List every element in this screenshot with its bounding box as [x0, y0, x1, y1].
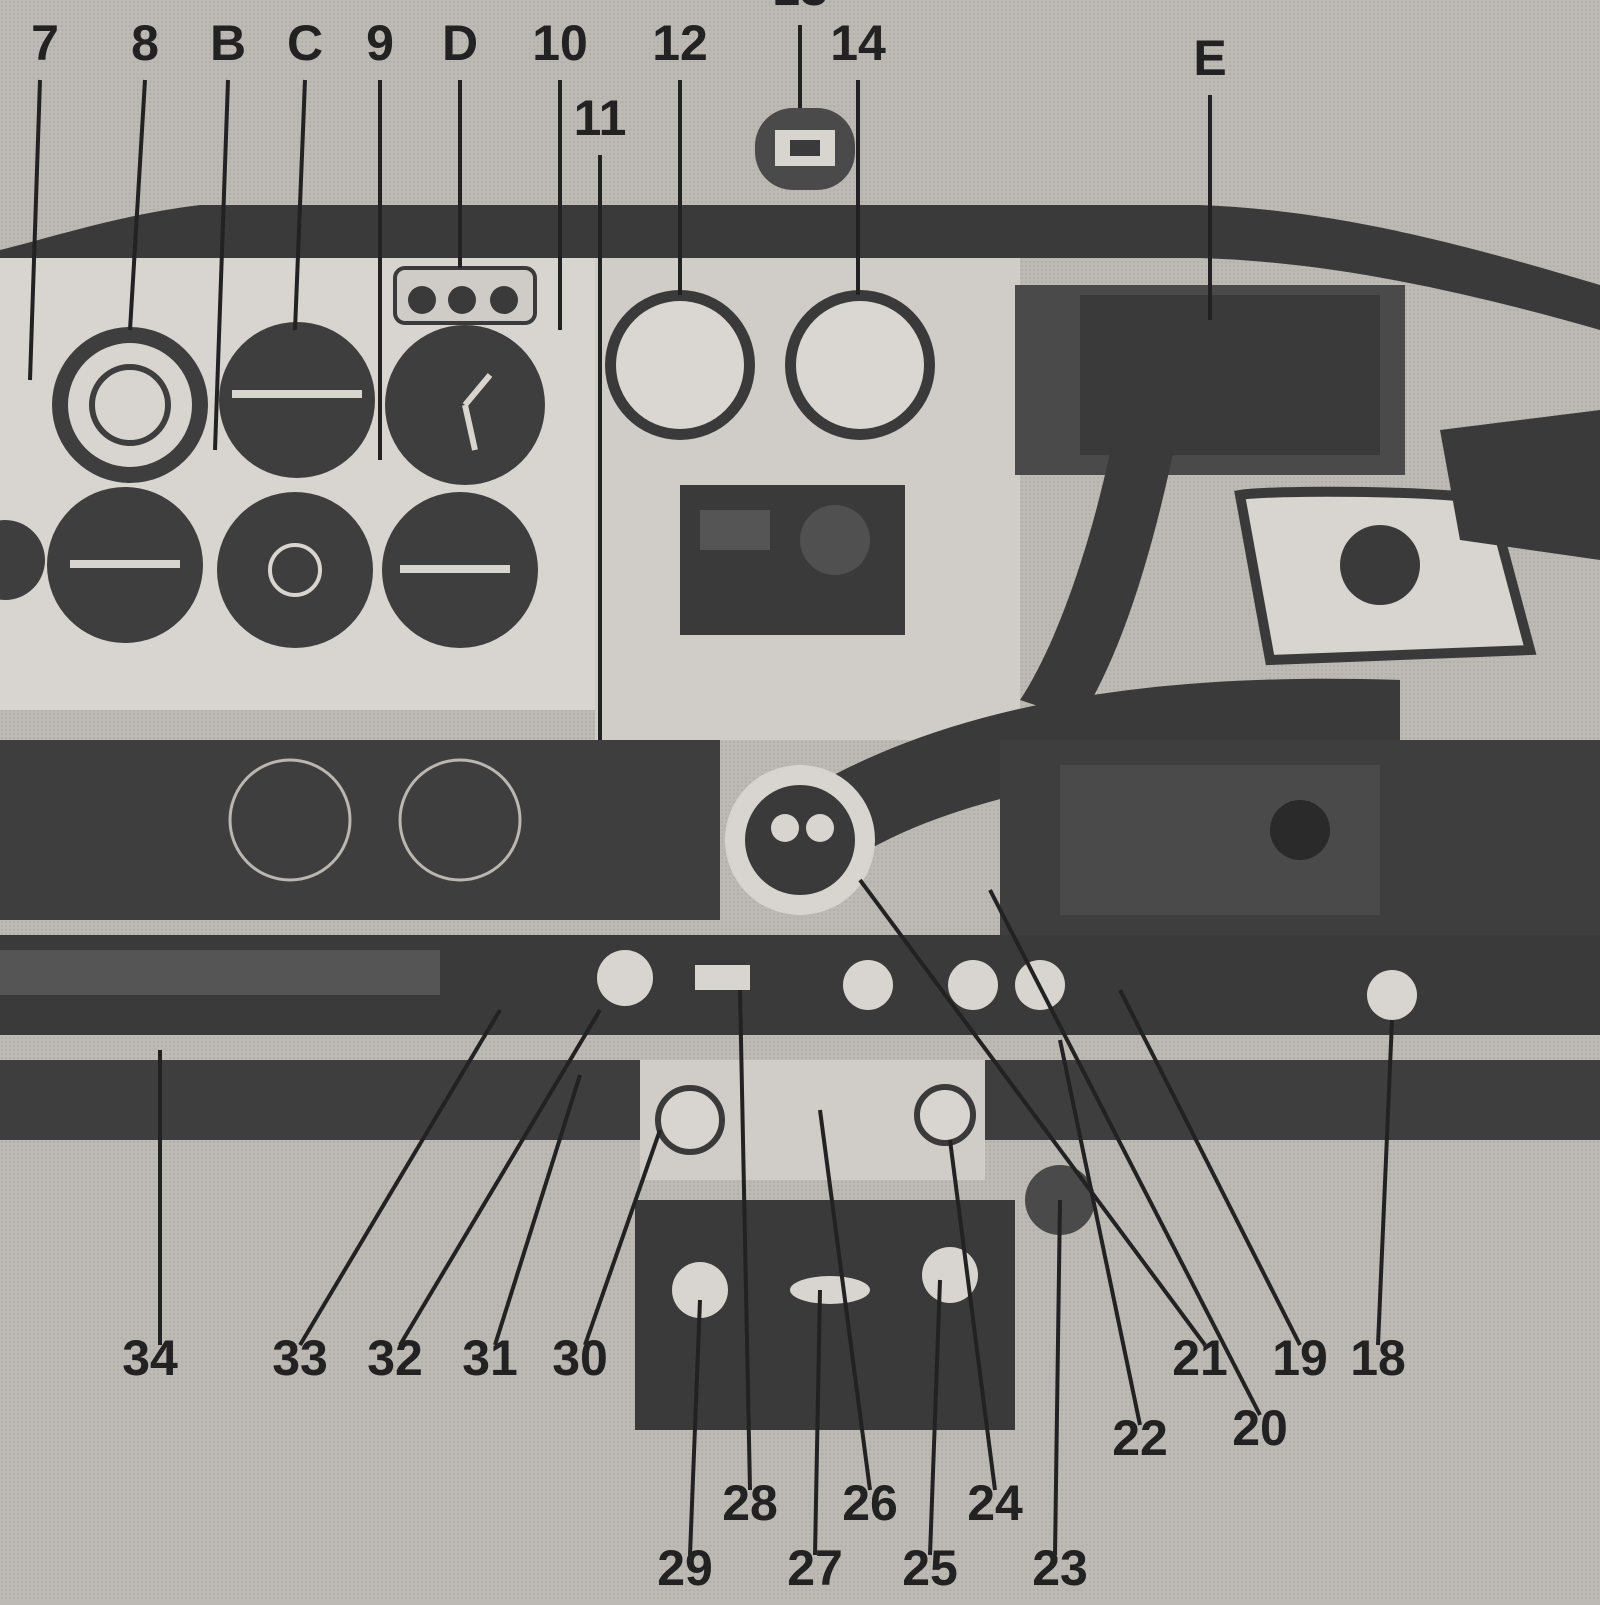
callout-label-b: B — [210, 15, 246, 71]
bottom-leader-30 — [583, 1129, 662, 1346]
callout-label-d: D — [442, 15, 478, 71]
callout-label-12: 12 — [652, 15, 708, 71]
bottom-leader-29 — [688, 1299, 702, 1556]
callout-label-9: 9 — [366, 15, 394, 71]
bottom-leader-25 — [928, 1279, 942, 1556]
bottom-leader-23 — [1053, 1199, 1062, 1556]
lower-instrument-band — [0, 740, 720, 920]
annunciator-lights — [393, 266, 537, 325]
callout-label-30: 30 — [552, 1330, 608, 1386]
bottom-leader-19 — [1118, 989, 1302, 1346]
callout-label-e: E — [1193, 30, 1226, 86]
flight-instruments — [0, 322, 545, 648]
top-leader-C — [293, 79, 307, 331]
bottom-leader-31 — [493, 1074, 582, 1346]
bottom-leader-22 — [1058, 1039, 1142, 1426]
top-leader-B — [213, 79, 230, 451]
callout-labels: 78BC9D1011121314E34333231302928272625242… — [31, 0, 1406, 1596]
callout-label-18: 18 — [1350, 1330, 1406, 1386]
callout-label-13: 13 — [772, 0, 828, 16]
callout-label-14: 14 — [830, 15, 886, 71]
callout-label-26: 26 — [842, 1475, 898, 1531]
top-leader-8 — [128, 79, 147, 331]
top-leader-7 — [28, 79, 42, 381]
callout-label-27: 27 — [787, 1540, 843, 1596]
callout-label-25: 25 — [902, 1540, 958, 1596]
callout-label-c: C — [287, 15, 323, 71]
callout-label-33: 33 — [272, 1330, 328, 1386]
callout-label-20: 20 — [1232, 1400, 1288, 1456]
callout-label-28: 28 — [722, 1475, 778, 1531]
bottom-leader-28 — [738, 989, 752, 1491]
glare-shield — [0, 205, 1600, 330]
bottom-leader-21 — [858, 878, 1207, 1347]
bottom-leader-18 — [1376, 1019, 1394, 1346]
callout-label-7: 7 — [31, 15, 59, 71]
callout-label-24: 24 — [967, 1475, 1023, 1531]
bottom-leader-20 — [988, 889, 1262, 1416]
callout-label-22: 22 — [1112, 1410, 1168, 1466]
engine-gauges — [605, 290, 935, 440]
callout-label-19: 19 — [1272, 1330, 1328, 1386]
callout-label-32: 32 — [367, 1330, 423, 1386]
callout-label-34: 34 — [122, 1330, 178, 1386]
bottom-leader-32 — [398, 1008, 602, 1347]
bottom-leader-26 — [818, 1109, 872, 1491]
bottom-leader-27 — [813, 1289, 822, 1556]
bottom-leader-33 — [298, 1008, 502, 1347]
callout-label-31: 31 — [462, 1330, 518, 1386]
center-radio-unit — [680, 485, 905, 635]
callout-label-10: 10 — [532, 15, 588, 71]
callout-label-29: 29 — [657, 1540, 713, 1596]
callout-label-21: 21 — [1172, 1330, 1228, 1386]
callout-label-8: 8 — [131, 15, 159, 71]
switch-knobs — [597, 950, 1417, 1020]
callout-label-23: 23 — [1032, 1540, 1088, 1596]
bottom-leader-24 — [948, 1139, 997, 1491]
callout-leader-lines — [28, 25, 1394, 1556]
magnetic-compass — [755, 108, 855, 190]
callout-label-11: 11 — [574, 90, 627, 146]
